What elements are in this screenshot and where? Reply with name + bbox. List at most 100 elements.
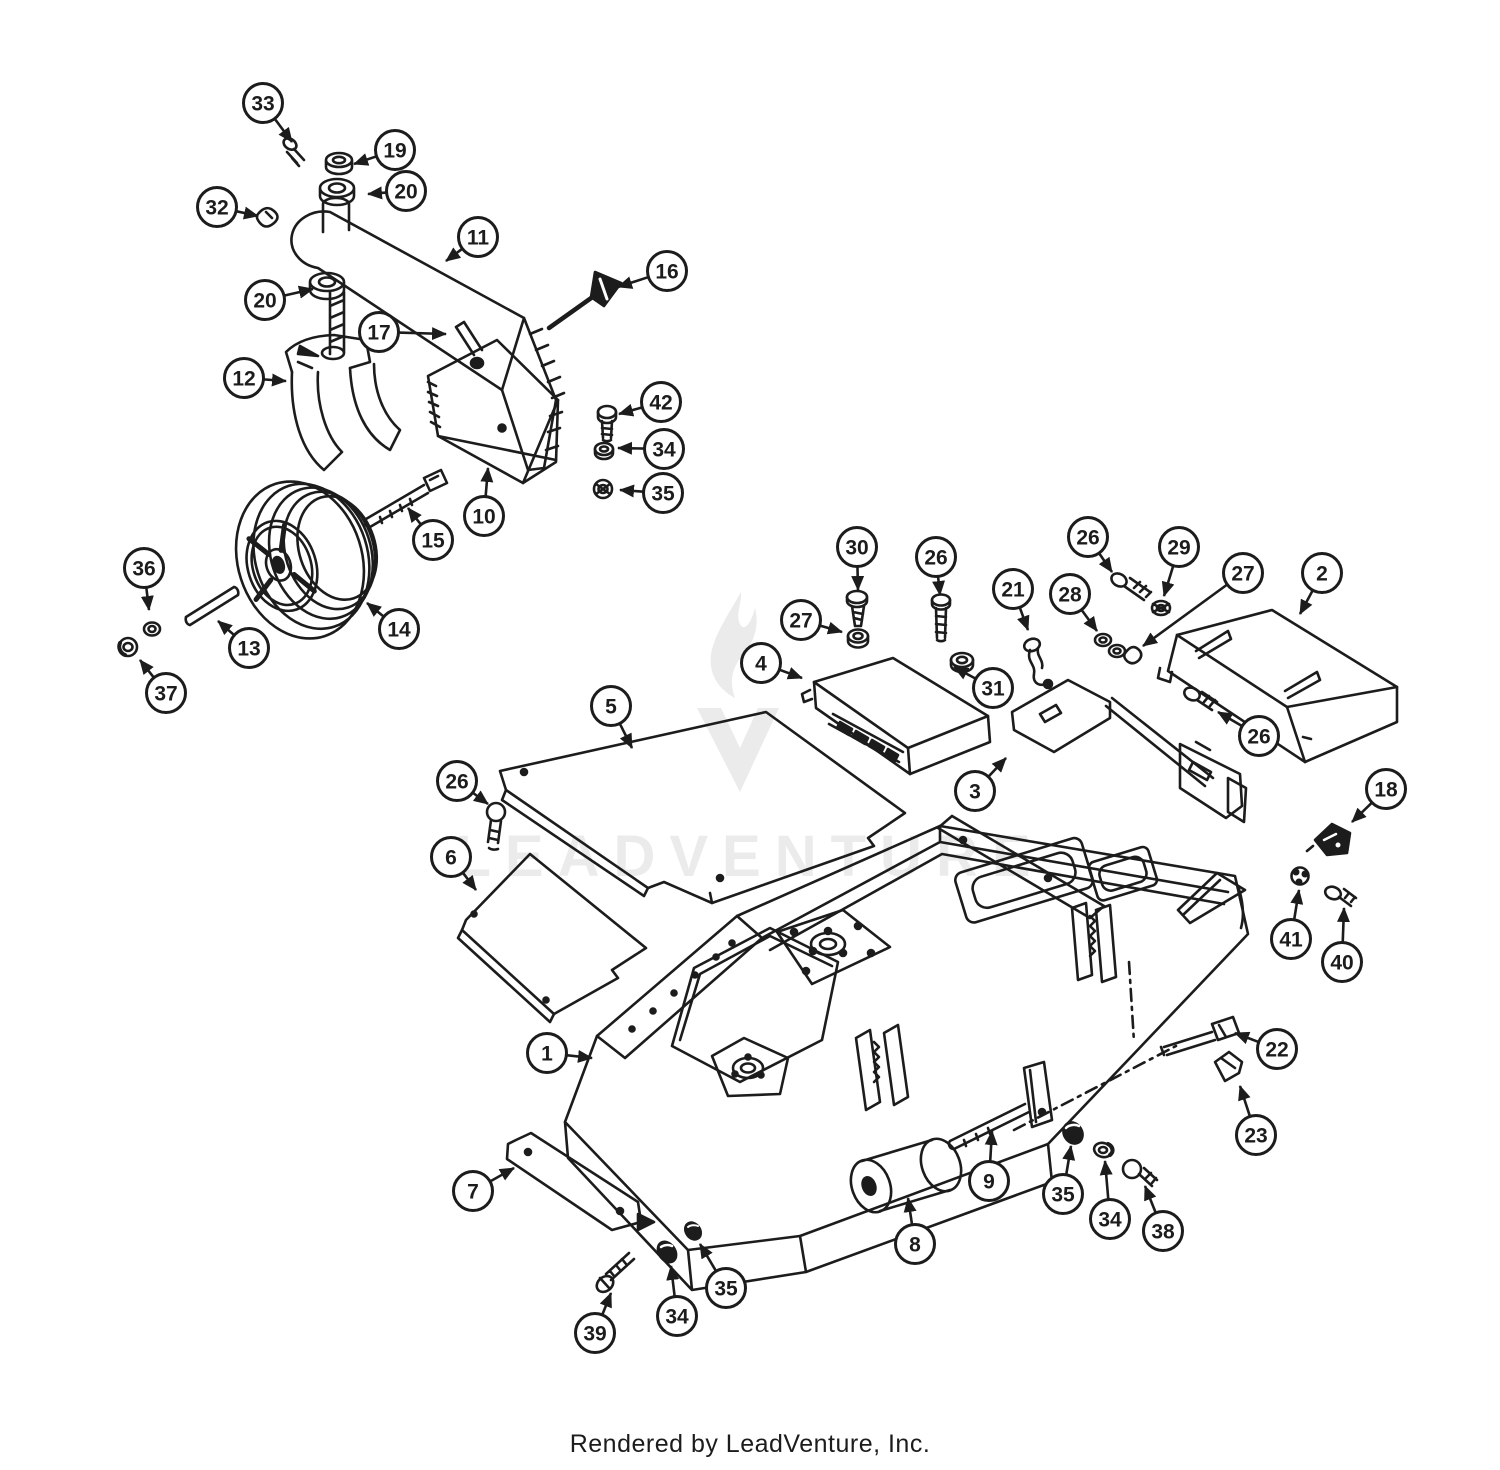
callout-37: 37	[138, 659, 187, 714]
spindle-plate	[775, 908, 892, 986]
svg-text:37: 37	[154, 683, 177, 706]
svg-text:4: 4	[755, 653, 767, 676]
washer-20-upper	[318, 177, 356, 207]
axis-dash-dot	[1127, 960, 1136, 1044]
bolt-39	[595, 1251, 636, 1294]
svg-text:38: 38	[1151, 1221, 1175, 1244]
callout-26: 26	[915, 536, 957, 596]
callout-10: 10	[463, 467, 505, 537]
callout-4: 4	[740, 642, 803, 684]
callout-12: 12	[223, 357, 287, 399]
svg-text:42: 42	[649, 392, 672, 415]
footer-credit: Rendered by LeadVenture, Inc.	[569, 1430, 931, 1458]
mount-tray-left	[954, 836, 1095, 924]
nut-34-bottom	[656, 1240, 678, 1264]
svg-text:9: 9	[983, 1171, 995, 1194]
svg-text:35: 35	[1051, 1184, 1075, 1207]
nut-31	[949, 651, 975, 674]
rod-9	[947, 1060, 1054, 1151]
bolt-38	[1121, 1158, 1159, 1188]
svg-text:20: 20	[253, 290, 276, 313]
svg-text:22: 22	[1265, 1039, 1288, 1062]
svg-text:35: 35	[714, 1278, 738, 1301]
callout-19: 19	[353, 129, 416, 171]
callout-35: 35	[1042, 1145, 1084, 1215]
bolt-26-panel	[485, 801, 507, 851]
skid-plate-7	[505, 1131, 656, 1232]
callout-9: 9	[968, 1130, 1010, 1202]
nut-29	[1150, 599, 1172, 617]
callout-6: 6	[430, 836, 478, 891]
callout-8: 8	[894, 1197, 936, 1265]
svg-text:34: 34	[652, 439, 676, 462]
callout-2: 2	[1298, 552, 1343, 615]
lower-spindle	[710, 1036, 790, 1098]
callout-35: 35	[619, 472, 684, 514]
nuts-28	[1093, 632, 1127, 659]
callout-20: 20	[367, 170, 427, 212]
svg-text:26: 26	[924, 547, 947, 570]
plate-10	[426, 338, 560, 485]
rib-pair-center	[854, 1023, 910, 1112]
callout-28: 28	[1049, 573, 1099, 632]
callout-34: 34	[1089, 1160, 1131, 1240]
svg-text:3: 3	[969, 781, 981, 804]
callout-41: 41	[1270, 889, 1312, 960]
washer-34-right	[1092, 1141, 1115, 1159]
svg-text:34: 34	[1098, 1209, 1122, 1232]
svg-text:13: 13	[237, 638, 260, 661]
svg-text:27: 27	[1231, 563, 1254, 586]
fork-12	[284, 333, 402, 472]
callout-14: 14	[366, 601, 420, 650]
callout-29: 29	[1158, 526, 1200, 597]
svg-text:31: 31	[981, 678, 1005, 701]
pivot-pin-17	[454, 320, 485, 370]
deck-housing-1	[505, 824, 1250, 1294]
callout-15: 15	[406, 507, 454, 561]
svg-text:28: 28	[1058, 584, 1082, 607]
svg-text:6: 6	[445, 847, 457, 870]
callout-38: 38	[1142, 1185, 1184, 1252]
svg-text:40: 40	[1330, 952, 1353, 975]
screw-30	[845, 589, 869, 628]
svg-text:27: 27	[789, 610, 812, 633]
clip-27-right	[1122, 645, 1143, 665]
svg-text:15: 15	[421, 530, 445, 553]
cover-panel-5	[498, 710, 907, 905]
callout-17: 17	[358, 311, 447, 353]
callout-16: 16	[617, 250, 688, 292]
nut-35-right	[1062, 1121, 1084, 1145]
svg-text:2: 2	[1316, 563, 1328, 586]
callout-23: 23	[1235, 1085, 1277, 1156]
svg-text:1: 1	[541, 1043, 553, 1066]
spindle-opening	[670, 926, 840, 1084]
v-mark-icon	[697, 708, 779, 792]
callout-18: 18	[1351, 768, 1407, 823]
latch-18	[1305, 822, 1352, 857]
callout-3: 3	[954, 757, 1007, 812]
svg-text:16: 16	[655, 261, 678, 284]
cover-group	[456, 572, 1399, 1024]
callout-27: 27	[1142, 552, 1264, 648]
nut-37	[117, 636, 139, 658]
nut-34-upper	[593, 441, 615, 461]
caster-stem	[321, 196, 351, 356]
callout-22: 22	[1234, 1028, 1298, 1070]
callout-11: 11	[445, 216, 499, 263]
svg-text:21: 21	[1001, 579, 1025, 602]
svg-text:5: 5	[605, 696, 617, 719]
washer-36	[142, 621, 162, 637]
svg-text:18: 18	[1374, 779, 1398, 802]
callout-7: 7	[452, 1166, 515, 1212]
callout-34: 34	[617, 428, 685, 470]
nut-19	[324, 151, 354, 176]
roll-pin-13	[184, 585, 240, 627]
screw-33	[282, 136, 306, 168]
deck-right-end	[1236, 884, 1245, 930]
callout-26: 26	[436, 760, 489, 806]
deck-front-band	[595, 914, 764, 1060]
rod-16	[546, 270, 623, 331]
svg-text:34: 34	[665, 1306, 689, 1329]
